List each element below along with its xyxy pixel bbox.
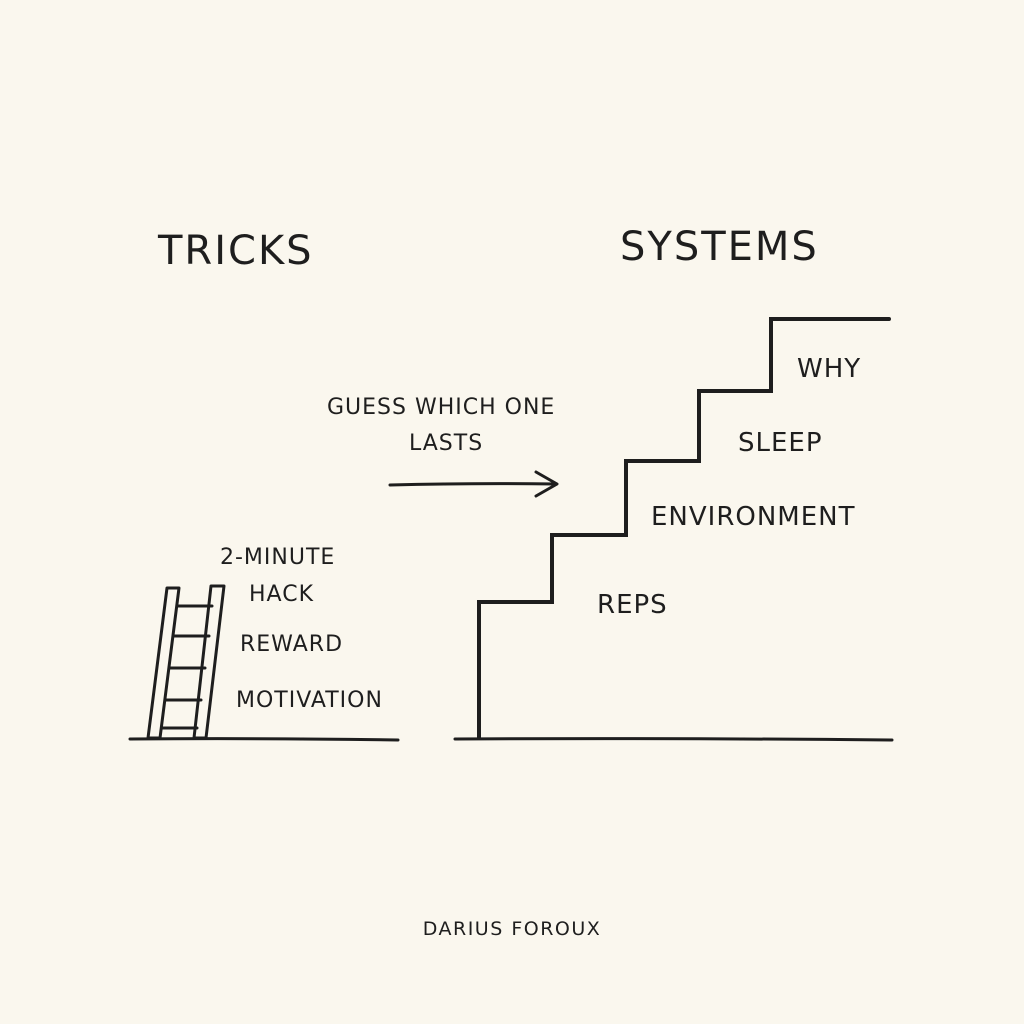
tricks-heading: TRICKS	[158, 228, 314, 274]
step-label-environment: ENVIRONMENT	[651, 502, 856, 532]
author-signature: DARIUS FOROUX	[422, 918, 602, 940]
annotation-line-2: LASTS	[409, 431, 484, 456]
staircase-icon	[477, 317, 891, 740]
arrow-right-icon	[388, 470, 559, 498]
trick-item-2-minute: 2-MINUTE	[220, 545, 336, 570]
trick-item-motivation: MOTIVATION	[236, 688, 383, 713]
step-label-reps: REPS	[597, 590, 668, 620]
step-label-why: WHY	[797, 354, 862, 384]
ladder-icon	[146, 584, 226, 740]
ladder-ground-line	[128, 737, 400, 742]
annotation-line-1: GUESS WHICH ONE	[327, 395, 556, 420]
trick-item-hack: HACK	[249, 582, 314, 607]
systems-heading: SYSTEMS	[620, 224, 819, 270]
trick-item-reward: REWARD	[240, 632, 344, 657]
step-label-sleep: SLEEP	[738, 428, 823, 458]
stairs-ground-line	[453, 737, 894, 742]
